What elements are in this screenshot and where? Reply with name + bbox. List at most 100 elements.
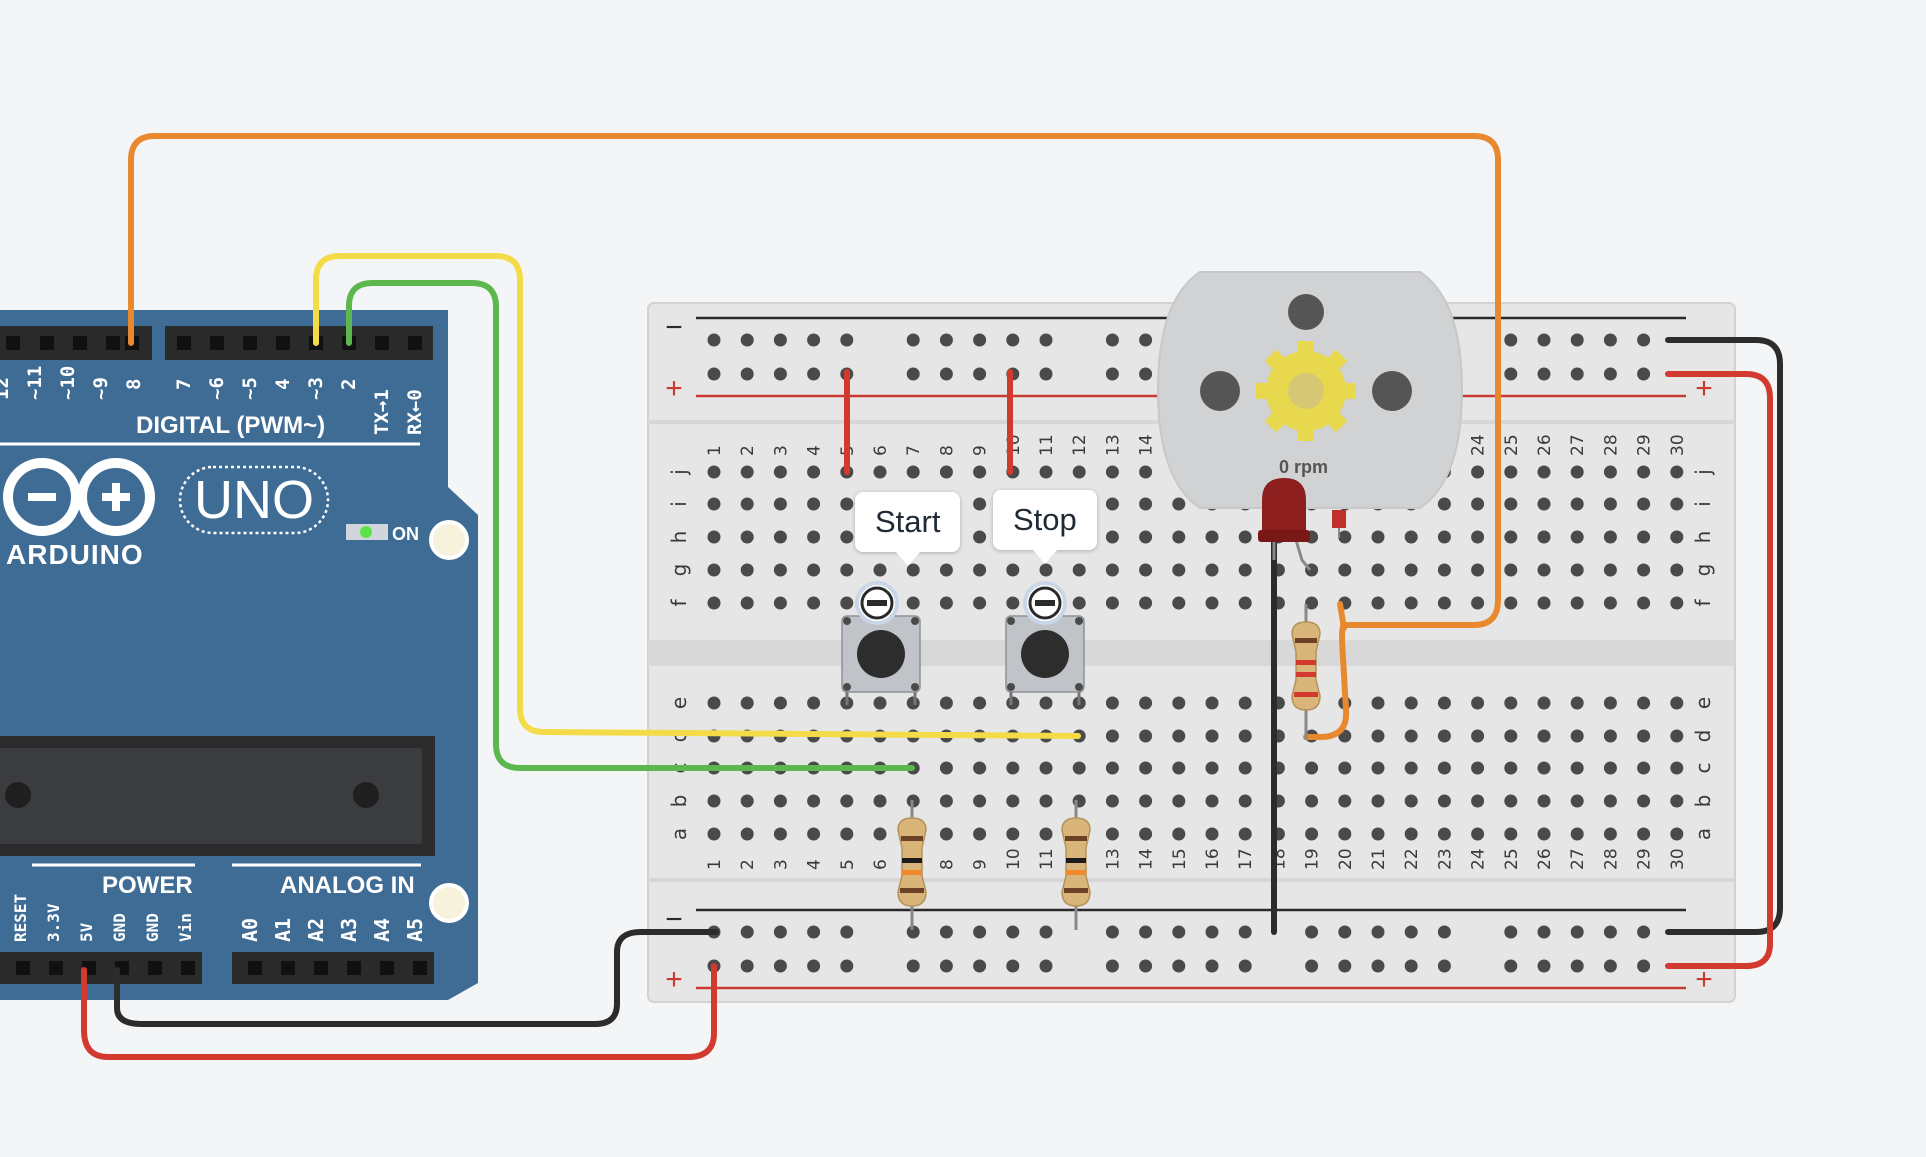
- breadboard-hole[interactable]: [840, 530, 854, 544]
- breadboard-hole[interactable]: [1172, 696, 1186, 710]
- breadboard-hole[interactable]: [1105, 530, 1119, 544]
- breadboard-hole[interactable]: [1371, 761, 1385, 775]
- breadboard-hole[interactable]: [1504, 497, 1518, 511]
- breadboard-hole[interactable]: [1537, 696, 1551, 710]
- breadboard-hole[interactable]: [1039, 696, 1053, 710]
- breadboard-hole[interactable]: [1139, 333, 1153, 347]
- breadboard-hole[interactable]: [906, 367, 920, 381]
- breadboard-hole[interactable]: [840, 925, 854, 939]
- breadboard-hole[interactable]: [740, 959, 754, 973]
- breadboard-hole[interactable]: [1603, 333, 1617, 347]
- breadboard-hole[interactable]: [1338, 530, 1352, 544]
- breadboard-hole[interactable]: [973, 596, 987, 610]
- breadboard-hole[interactable]: [1305, 959, 1319, 973]
- breadboard-hole[interactable]: [1371, 596, 1385, 610]
- breadboard-hole[interactable]: [1670, 729, 1684, 743]
- breadboard-hole[interactable]: [1570, 794, 1584, 808]
- breadboard-hole[interactable]: [1504, 596, 1518, 610]
- breadboard-hole[interactable]: [773, 827, 787, 841]
- breadboard-hole[interactable]: [707, 497, 721, 511]
- breadboard-hole[interactable]: [1537, 333, 1551, 347]
- breadboard-hole[interactable]: [740, 925, 754, 939]
- breadboard-hole[interactable]: [1570, 761, 1584, 775]
- breadboard-hole[interactable]: [939, 596, 953, 610]
- breadboard-hole[interactable]: [840, 596, 854, 610]
- breadboard-hole[interactable]: [1205, 563, 1219, 577]
- breadboard-hole[interactable]: [1637, 497, 1651, 511]
- breadboard-hole[interactable]: [1039, 959, 1053, 973]
- breadboard-hole[interactable]: [1371, 530, 1385, 544]
- breadboard-hole[interactable]: [1305, 794, 1319, 808]
- breadboard-hole[interactable]: [1504, 827, 1518, 841]
- breadboard-hole[interactable]: [939, 925, 953, 939]
- breadboard-hole[interactable]: [740, 333, 754, 347]
- breadboard-hole[interactable]: [1139, 563, 1153, 577]
- breadboard-hole[interactable]: [1504, 729, 1518, 743]
- breadboard-hole[interactable]: [1072, 563, 1086, 577]
- breadboard-hole[interactable]: [773, 794, 787, 808]
- breadboard-hole[interactable]: [773, 959, 787, 973]
- breadboard-hole[interactable]: [807, 794, 821, 808]
- breadboard-hole[interactable]: [1603, 465, 1617, 479]
- breadboard-hole[interactable]: [707, 696, 721, 710]
- breadboard-hole[interactable]: [1637, 333, 1651, 347]
- breadboard-hole[interactable]: [1139, 827, 1153, 841]
- breadboard-hole[interactable]: [1537, 959, 1551, 973]
- breadboard-hole[interactable]: [1172, 794, 1186, 808]
- breadboard-hole[interactable]: [740, 497, 754, 511]
- minus-icon[interactable]: [855, 581, 899, 625]
- breadboard-hole[interactable]: [1504, 794, 1518, 808]
- breadboard-hole[interactable]: [1670, 497, 1684, 511]
- breadboard-hole[interactable]: [1404, 827, 1418, 841]
- breadboard-hole[interactable]: [1570, 497, 1584, 511]
- breadboard-hole[interactable]: [1139, 596, 1153, 610]
- breadboard-hole[interactable]: [1006, 563, 1020, 577]
- breadboard-hole[interactable]: [1305, 925, 1319, 939]
- wire-orange-led-link[interactable]: [1337, 601, 1347, 631]
- breadboard-hole[interactable]: [1670, 465, 1684, 479]
- breadboard-hole[interactable]: [973, 563, 987, 577]
- breadboard-hole[interactable]: [906, 596, 920, 610]
- breadboard-hole[interactable]: [973, 959, 987, 973]
- breadboard-hole[interactable]: [1437, 959, 1451, 973]
- breadboard-hole[interactable]: [1670, 696, 1684, 710]
- pushbutton-start[interactable]: [841, 615, 921, 705]
- breadboard-hole[interactable]: [1105, 729, 1119, 743]
- breadboard-hole[interactable]: [1603, 925, 1617, 939]
- breadboard-hole[interactable]: [873, 696, 887, 710]
- breadboard-hole[interactable]: [1404, 596, 1418, 610]
- breadboard-hole[interactable]: [939, 465, 953, 479]
- breadboard-hole[interactable]: [1603, 367, 1617, 381]
- breadboard-hole[interactable]: [973, 497, 987, 511]
- breadboard-hole[interactable]: [1338, 563, 1352, 577]
- breadboard-hole[interactable]: [1039, 367, 1053, 381]
- breadboard-hole[interactable]: [1238, 794, 1252, 808]
- breadboard-hole[interactable]: [1006, 761, 1020, 775]
- breadboard-hole[interactable]: [1205, 729, 1219, 743]
- breadboard-hole[interactable]: [1637, 563, 1651, 577]
- breadboard-hole[interactable]: [1471, 761, 1485, 775]
- breadboard-hole[interactable]: [1537, 794, 1551, 808]
- breadboard-hole[interactable]: [707, 563, 721, 577]
- breadboard-hole[interactable]: [1105, 794, 1119, 808]
- breadboard-hole[interactable]: [840, 959, 854, 973]
- breadboard-hole[interactable]: [1504, 959, 1518, 973]
- breadboard-hole[interactable]: [1205, 696, 1219, 710]
- breadboard-hole[interactable]: [1437, 794, 1451, 808]
- breadboard-hole[interactable]: [906, 333, 920, 347]
- breadboard-hole[interactable]: [939, 959, 953, 973]
- breadboard-hole[interactable]: [1238, 563, 1252, 577]
- breadboard-hole[interactable]: [906, 959, 920, 973]
- breadboard-hole[interactable]: [1338, 925, 1352, 939]
- breadboard-hole[interactable]: [1603, 596, 1617, 610]
- breadboard-hole[interactable]: [973, 925, 987, 939]
- breadboard-hole[interactable]: [1039, 333, 1053, 347]
- breadboard-hole[interactable]: [1670, 530, 1684, 544]
- breadboard-hole[interactable]: [840, 497, 854, 511]
- breadboard-hole[interactable]: [740, 465, 754, 479]
- breadboard-hole[interactable]: [1603, 563, 1617, 577]
- breadboard-hole[interactable]: [1305, 596, 1319, 610]
- breadboard-hole[interactable]: [1637, 465, 1651, 479]
- breadboard-hole[interactable]: [1437, 530, 1451, 544]
- resistor-stop[interactable]: [1061, 800, 1091, 930]
